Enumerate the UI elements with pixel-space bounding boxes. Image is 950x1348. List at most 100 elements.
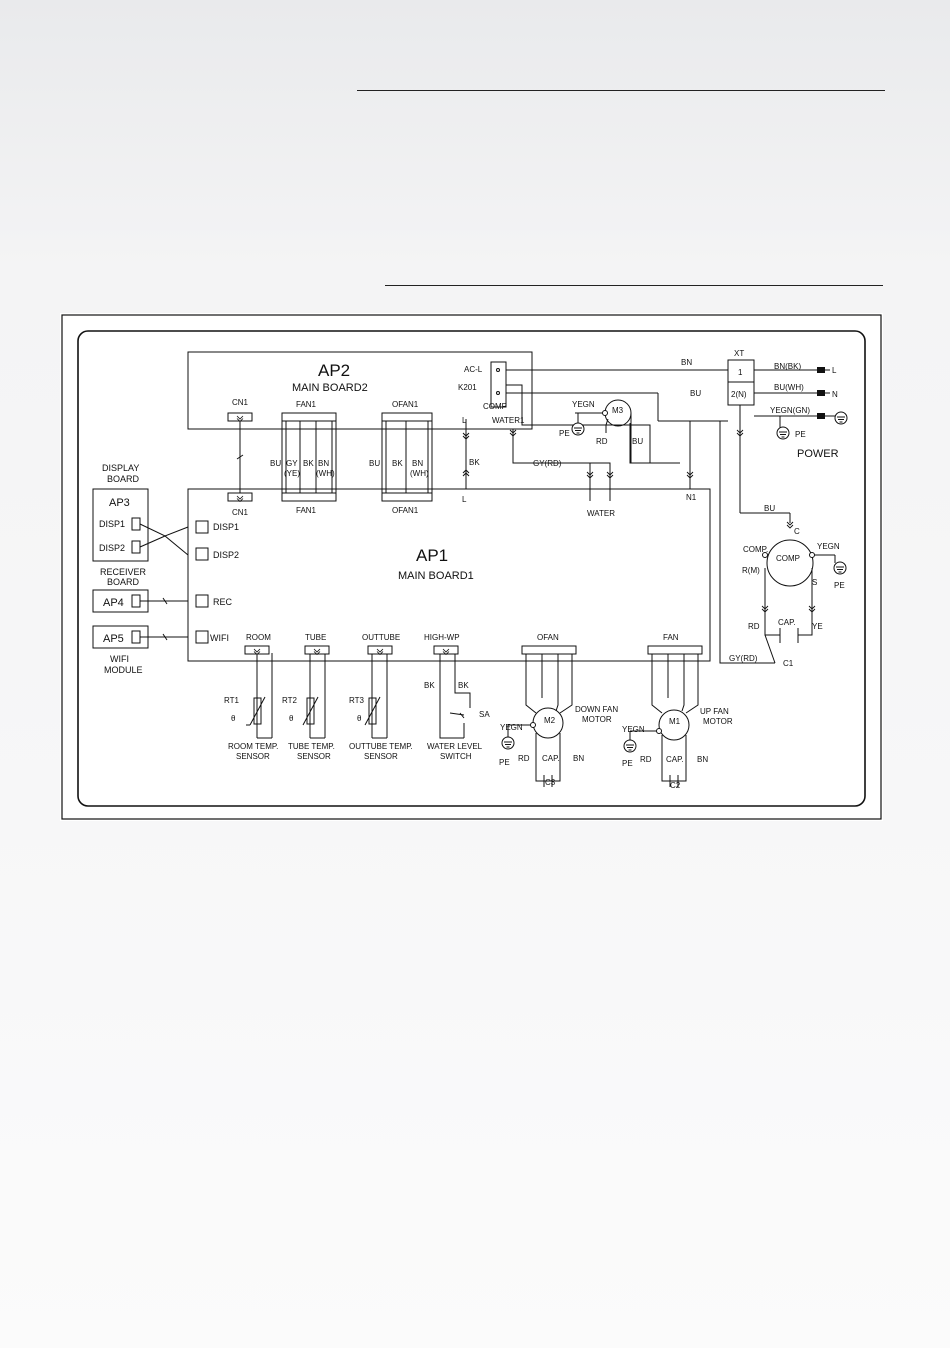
m2-cap-label: CAP. (542, 754, 560, 763)
header-rule-top (357, 90, 885, 91)
rt1-theta: θ (231, 714, 236, 723)
fan1-bottom-label: FAN1 (296, 506, 317, 515)
tube-caption-2: SENSOR (297, 752, 331, 761)
comp-inner-label: COMP (776, 554, 800, 563)
tube-caption-1: TUBE TEMP. (288, 742, 335, 751)
k201-label: K201 (458, 383, 477, 392)
c3-label: C3 (545, 778, 556, 787)
m1-pe: PE (622, 759, 633, 768)
ap2-title: AP2 (318, 361, 350, 380)
m3-label: M3 (612, 406, 624, 415)
m1-cap-label: CAP. (666, 755, 684, 764)
ofan1-wire-bu: BU (369, 459, 380, 468)
sa-label: SA (479, 710, 490, 719)
cn1-top-label: CN1 (232, 398, 249, 407)
xt-ground-icon (776, 426, 790, 440)
room-caption-1: ROOM TEMP. (228, 742, 278, 751)
c1-label: C1 (783, 659, 794, 668)
m3-yegn: YEGN (572, 400, 595, 409)
xt-terminal-2: 2(N) (731, 390, 747, 399)
c1-wire-ye: YE (812, 622, 823, 631)
comp-s-label: S (812, 578, 817, 587)
m2-label: M2 (544, 716, 556, 725)
ofan-conn-label: OFAN (537, 633, 559, 642)
power-bn-bk: BN(BK) (774, 362, 801, 371)
fan-conn-label: FAN (663, 633, 679, 642)
rec-label: REC (213, 597, 233, 607)
fan1-wire-bn: BN (318, 459, 329, 468)
m2-wire-bn: BN (573, 754, 584, 763)
gy-rd-label: GY(RD) (533, 459, 562, 468)
xt-wire-bn: BN (681, 358, 692, 367)
comp-pe: PE (834, 581, 845, 590)
ap3-disp1: DISP1 (99, 519, 125, 529)
fan1-top-label: FAN1 (296, 400, 317, 409)
c1-wire-rd: RD (748, 622, 760, 631)
wp-wire-bk-1: BK (424, 681, 435, 690)
ofan1-wire-bk: BK (392, 459, 403, 468)
ap4-title: AP4 (103, 597, 124, 609)
ap3-board (92, 488, 149, 562)
ap1-title: AP1 (416, 546, 448, 565)
power-ground-icon (834, 411, 848, 425)
c2-label: C2 (670, 781, 681, 790)
xt-label: XT (734, 349, 744, 358)
l-bottom-label: L (462, 495, 467, 504)
ap3-caption-2: BOARD (107, 474, 140, 484)
outer-frame (61, 314, 882, 820)
comp-conn-label: COMP (483, 402, 507, 411)
room-conn-label: ROOM (246, 633, 271, 642)
ap3-title: AP3 (109, 497, 130, 509)
ap4-caption-2: BOARD (107, 577, 140, 587)
m3-pe: PE (559, 429, 570, 438)
m1-wire-bn: BN (697, 755, 708, 764)
outtube-caption-2: SENSOR (364, 752, 398, 761)
inner-frame (77, 330, 866, 807)
rt2-theta: θ (289, 714, 294, 723)
ap3-disp2: DISP2 (99, 543, 125, 553)
c1-cap-label: CAP. (778, 618, 796, 627)
high-wp-conn-label: HIGH-WP (424, 633, 460, 642)
m2-ground-icon (501, 736, 515, 750)
fan1-wire-ye: (YE) (284, 469, 300, 478)
l-top-label: L (462, 416, 467, 425)
wifi-label: WIFI (210, 633, 229, 643)
m1-ground-icon (623, 739, 637, 753)
water-caption-1: WATER LEVEL (427, 742, 483, 751)
m2-yegn: YEGN (500, 723, 523, 732)
cn1-bottom-label: CN1 (232, 508, 249, 517)
wp-wire-bk-2: BK (458, 681, 469, 690)
xt-terminal-1: 1 (738, 368, 743, 377)
comp-label: COMP. (743, 545, 768, 554)
ap5-title: AP5 (103, 633, 124, 645)
header-rule-bottom (385, 285, 883, 286)
ofan1-wire-bn: BN (412, 459, 423, 468)
ofan1-wire-wh: (WH) (410, 469, 429, 478)
power-n: N (832, 390, 838, 399)
xt-wire-bu: BU (690, 389, 701, 398)
ap2-board (187, 351, 533, 430)
power-l: L (832, 366, 837, 375)
fan1-wire-bu: BU (270, 459, 281, 468)
comp-ground-icon (833, 561, 847, 575)
ap1-board (187, 488, 711, 662)
tube-conn-label: TUBE (305, 633, 326, 642)
l-wire-bk: BK (469, 458, 480, 467)
comp-c-label: C (794, 527, 800, 536)
outtube-conn-label: OUTTUBE (362, 633, 400, 642)
m3-ground-icon (571, 422, 585, 436)
m1-yegn: YEGN (622, 725, 645, 734)
n1-label: N1 (686, 493, 697, 502)
wiring-diagram: AP2 MAIN BOARD2 AP1 MAIN BOARD1 DISPLAY … (60, 313, 883, 821)
ap3-caption-1: DISPLAY (102, 463, 139, 473)
ap2-subtitle: MAIN BOARD2 (292, 382, 368, 394)
comp-yegn: YEGN (817, 542, 840, 551)
gy-rd-lower-label: GY(RD) (729, 654, 758, 663)
rt3-theta: θ (357, 714, 362, 723)
ap4-caption-1: RECEIVER (100, 567, 147, 577)
comp-r-label: R(M) (742, 566, 760, 575)
water-caption-2: SWITCH (440, 752, 472, 761)
m2-wire-rd: RD (518, 754, 530, 763)
fan1-wire-gy: GY (286, 459, 298, 468)
rt3-label: RT3 (349, 696, 365, 705)
